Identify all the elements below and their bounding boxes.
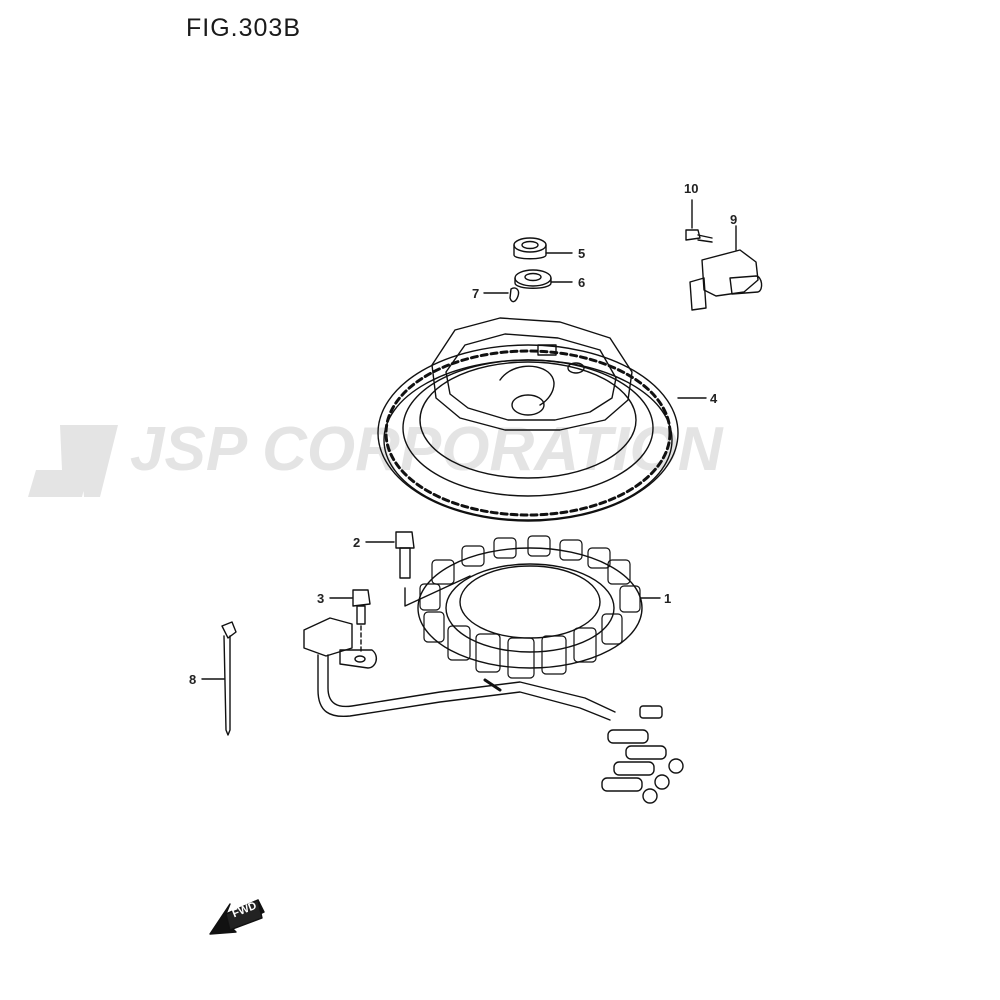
callout-2: 2 [353,535,361,550]
callout-4: 4 [710,391,718,406]
stator-part [417,535,661,679]
harness-part [303,617,684,804]
callout-10: 10 [684,181,699,196]
washer-part [514,269,573,289]
callout-7: 7 [472,286,480,301]
bracket-bolt-part [329,589,371,653]
callout-3: 3 [317,591,325,606]
key-part [483,287,520,303]
callout-8: 8 [189,672,197,687]
callout-1: 1 [664,591,672,606]
callout-9: 9 [730,212,738,227]
flywheel-part [377,317,707,522]
nut-part [513,237,573,260]
fwd-arrow-icon [209,899,265,935]
stator-bolt-part [365,531,471,607]
sensor-part [689,225,763,311]
callout-5: 5 [578,246,586,261]
cable-tie-part [201,621,237,736]
callout-6: 6 [578,275,586,290]
sensor-bolt-part [685,199,713,243]
figure-title: FIG.303B [186,14,301,42]
